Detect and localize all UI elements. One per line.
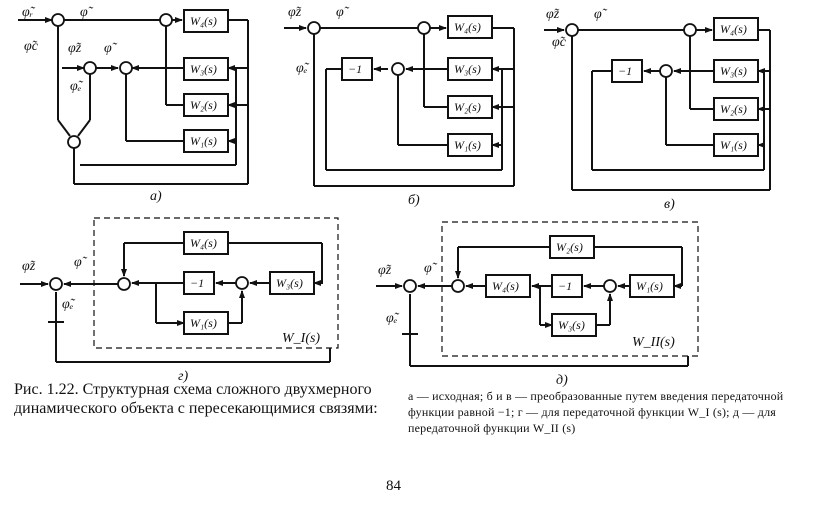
- panel-a-summing-junction-4: [119, 61, 133, 75]
- panel-d-summing-junction-3: [603, 279, 617, 293]
- panel-a-summing-junction-2: [159, 13, 173, 27]
- panel-b-w4-label: W₄(s): [454, 20, 481, 34]
- panel-b-input-label: φ̃z: [288, 5, 302, 20]
- panel-g-summing-junction-3: [235, 276, 249, 290]
- panel-a-input-label: φ̃ᵣ: [22, 5, 36, 20]
- panel-b-minus-one-label: −1: [348, 62, 362, 76]
- page-number: 84: [386, 478, 401, 494]
- panel-d-minus-one-label: −1: [558, 279, 572, 293]
- panel-a-summing-junction-3: [83, 61, 97, 75]
- panel-g-minus-one-label: −1: [190, 276, 204, 290]
- panel-v-w2-label: W₂(s): [720, 102, 747, 116]
- figure-legend: а — исходная; б и в — преобразованные пу…: [408, 389, 784, 435]
- panel-v-w4-label: W₄(s): [720, 22, 747, 36]
- panel-b-summing-junction-3: [391, 62, 405, 76]
- panel-b-w1-label: W₁(s): [454, 138, 481, 152]
- panel-a-phi-z-label: φ̃z: [68, 41, 82, 56]
- panel-g-w4-label: W₄(s): [190, 236, 217, 250]
- panel-a-input2-label: φ̃c: [24, 39, 39, 54]
- panel-b-letter: б): [408, 193, 420, 208]
- panel-d-w4-label: W₄(s): [492, 279, 519, 293]
- panel-d-w3-label: W₃(s): [558, 318, 585, 332]
- panel-d-subsystem-boundary: [441, 221, 699, 357]
- panel-g-input-label: φ̃z: [22, 259, 36, 274]
- panel-a-letter: а): [150, 189, 162, 204]
- panel-d-subsystem-label: W_II(s): [632, 335, 675, 350]
- panel-b-diagram: φ̃z φ̃ φ̃ₑ W₄(s) −1 W₃(s) W₂(s) W₁(s): [284, 5, 515, 208]
- panel-a-summing-junction-1: [51, 13, 65, 27]
- panel-d-input-label: φ̃z: [378, 263, 392, 278]
- panel-g-letter: г): [178, 369, 188, 384]
- panel-v-w1-label: W₁(s): [720, 138, 747, 152]
- panel-d-phi-e-label: φ̃ₑ: [386, 311, 400, 326]
- panel-a-phi-label: φ̃: [104, 41, 118, 56]
- panel-g-subsystem-label: W_I(s): [282, 331, 320, 346]
- panel-d-output-label: φ̃: [424, 261, 438, 276]
- panel-d-w1-label: W₁(s): [636, 279, 663, 293]
- panel-v-minus-one-label: −1: [618, 64, 632, 78]
- panel-b-w2-label: W₂(s): [454, 100, 481, 114]
- panel-d-w2-label: W₂(s): [556, 240, 583, 254]
- panel-b-phi-e-label: φ̃ₑ: [296, 61, 310, 76]
- panel-b-w3-label: W₃(s): [454, 62, 481, 76]
- panel-g-diagram: φ̃z φ̃ φ̃ₑ W₄(s) −1 W₃(s) W₁(s) W_I(s): [20, 217, 339, 384]
- panel-v-diagram: φ̃z φ̃ φ̃c W₄(s) −1 W₃(s) W₂(s) W₁(s): [544, 7, 771, 212]
- panel-a-w2-label: W₂(s): [190, 98, 217, 112]
- figure-caption: Рис. 1.22. Структурная схема сложного дв…: [14, 381, 378, 417]
- panel-b-output-label: φ̃: [336, 5, 350, 20]
- panel-v-summing-junction-3: [659, 64, 673, 78]
- panel-g-output-label: φ̃: [74, 255, 88, 270]
- panel-d-diagram: φ̃z φ̃ φ̃ₑ W₂(s) W₄(s) −1 W₁(s) W₃(s): [376, 221, 699, 388]
- panel-b-summing-junction-2: [417, 21, 431, 35]
- panel-v-summing-junction-1: [565, 23, 579, 37]
- panel-d-letter: д): [556, 373, 568, 388]
- panel-d-summing-junction-1: [403, 279, 417, 293]
- panel-b-summing-junction-1: [307, 21, 321, 35]
- panel-v-output-label: φ̃: [594, 7, 608, 22]
- panel-v-summing-junction-2: [683, 23, 697, 37]
- panel-a-w4-label: W₄(s): [190, 14, 217, 28]
- panel-d-summing-junction-2: [451, 279, 465, 293]
- panel-g-summing-junction-2: [117, 277, 131, 291]
- panel-a-summing-junction-5: [67, 135, 81, 149]
- panel-g-w3-label: W₃(s): [276, 276, 303, 290]
- panel-a-phi-e-label: φ̃ₑ: [70, 79, 84, 94]
- panel-a-w1-label: W₁(s): [190, 134, 217, 148]
- panel-a-diagram: φ̃ᵣ φ̃ φ̃c φ̃z φ̃ φ̃ₑ W₄(s) W₃(s) W₂(s) …: [18, 5, 249, 204]
- panel-g-w1-label: W₁(s): [190, 316, 217, 330]
- panel-v-input-label: φ̃z: [546, 7, 560, 22]
- panel-v-letter: в): [664, 197, 675, 212]
- panel-v-phi-c-label: φ̃c: [552, 35, 567, 50]
- panel-v-w3-label: W₃(s): [720, 64, 747, 78]
- panel-a-w3-label: W₃(s): [190, 62, 217, 76]
- panel-g-phi-e-label: φ̃ₑ: [62, 297, 76, 312]
- panel-g-summing-junction-1: [49, 277, 63, 291]
- panel-a-output-label: φ̃: [80, 5, 94, 20]
